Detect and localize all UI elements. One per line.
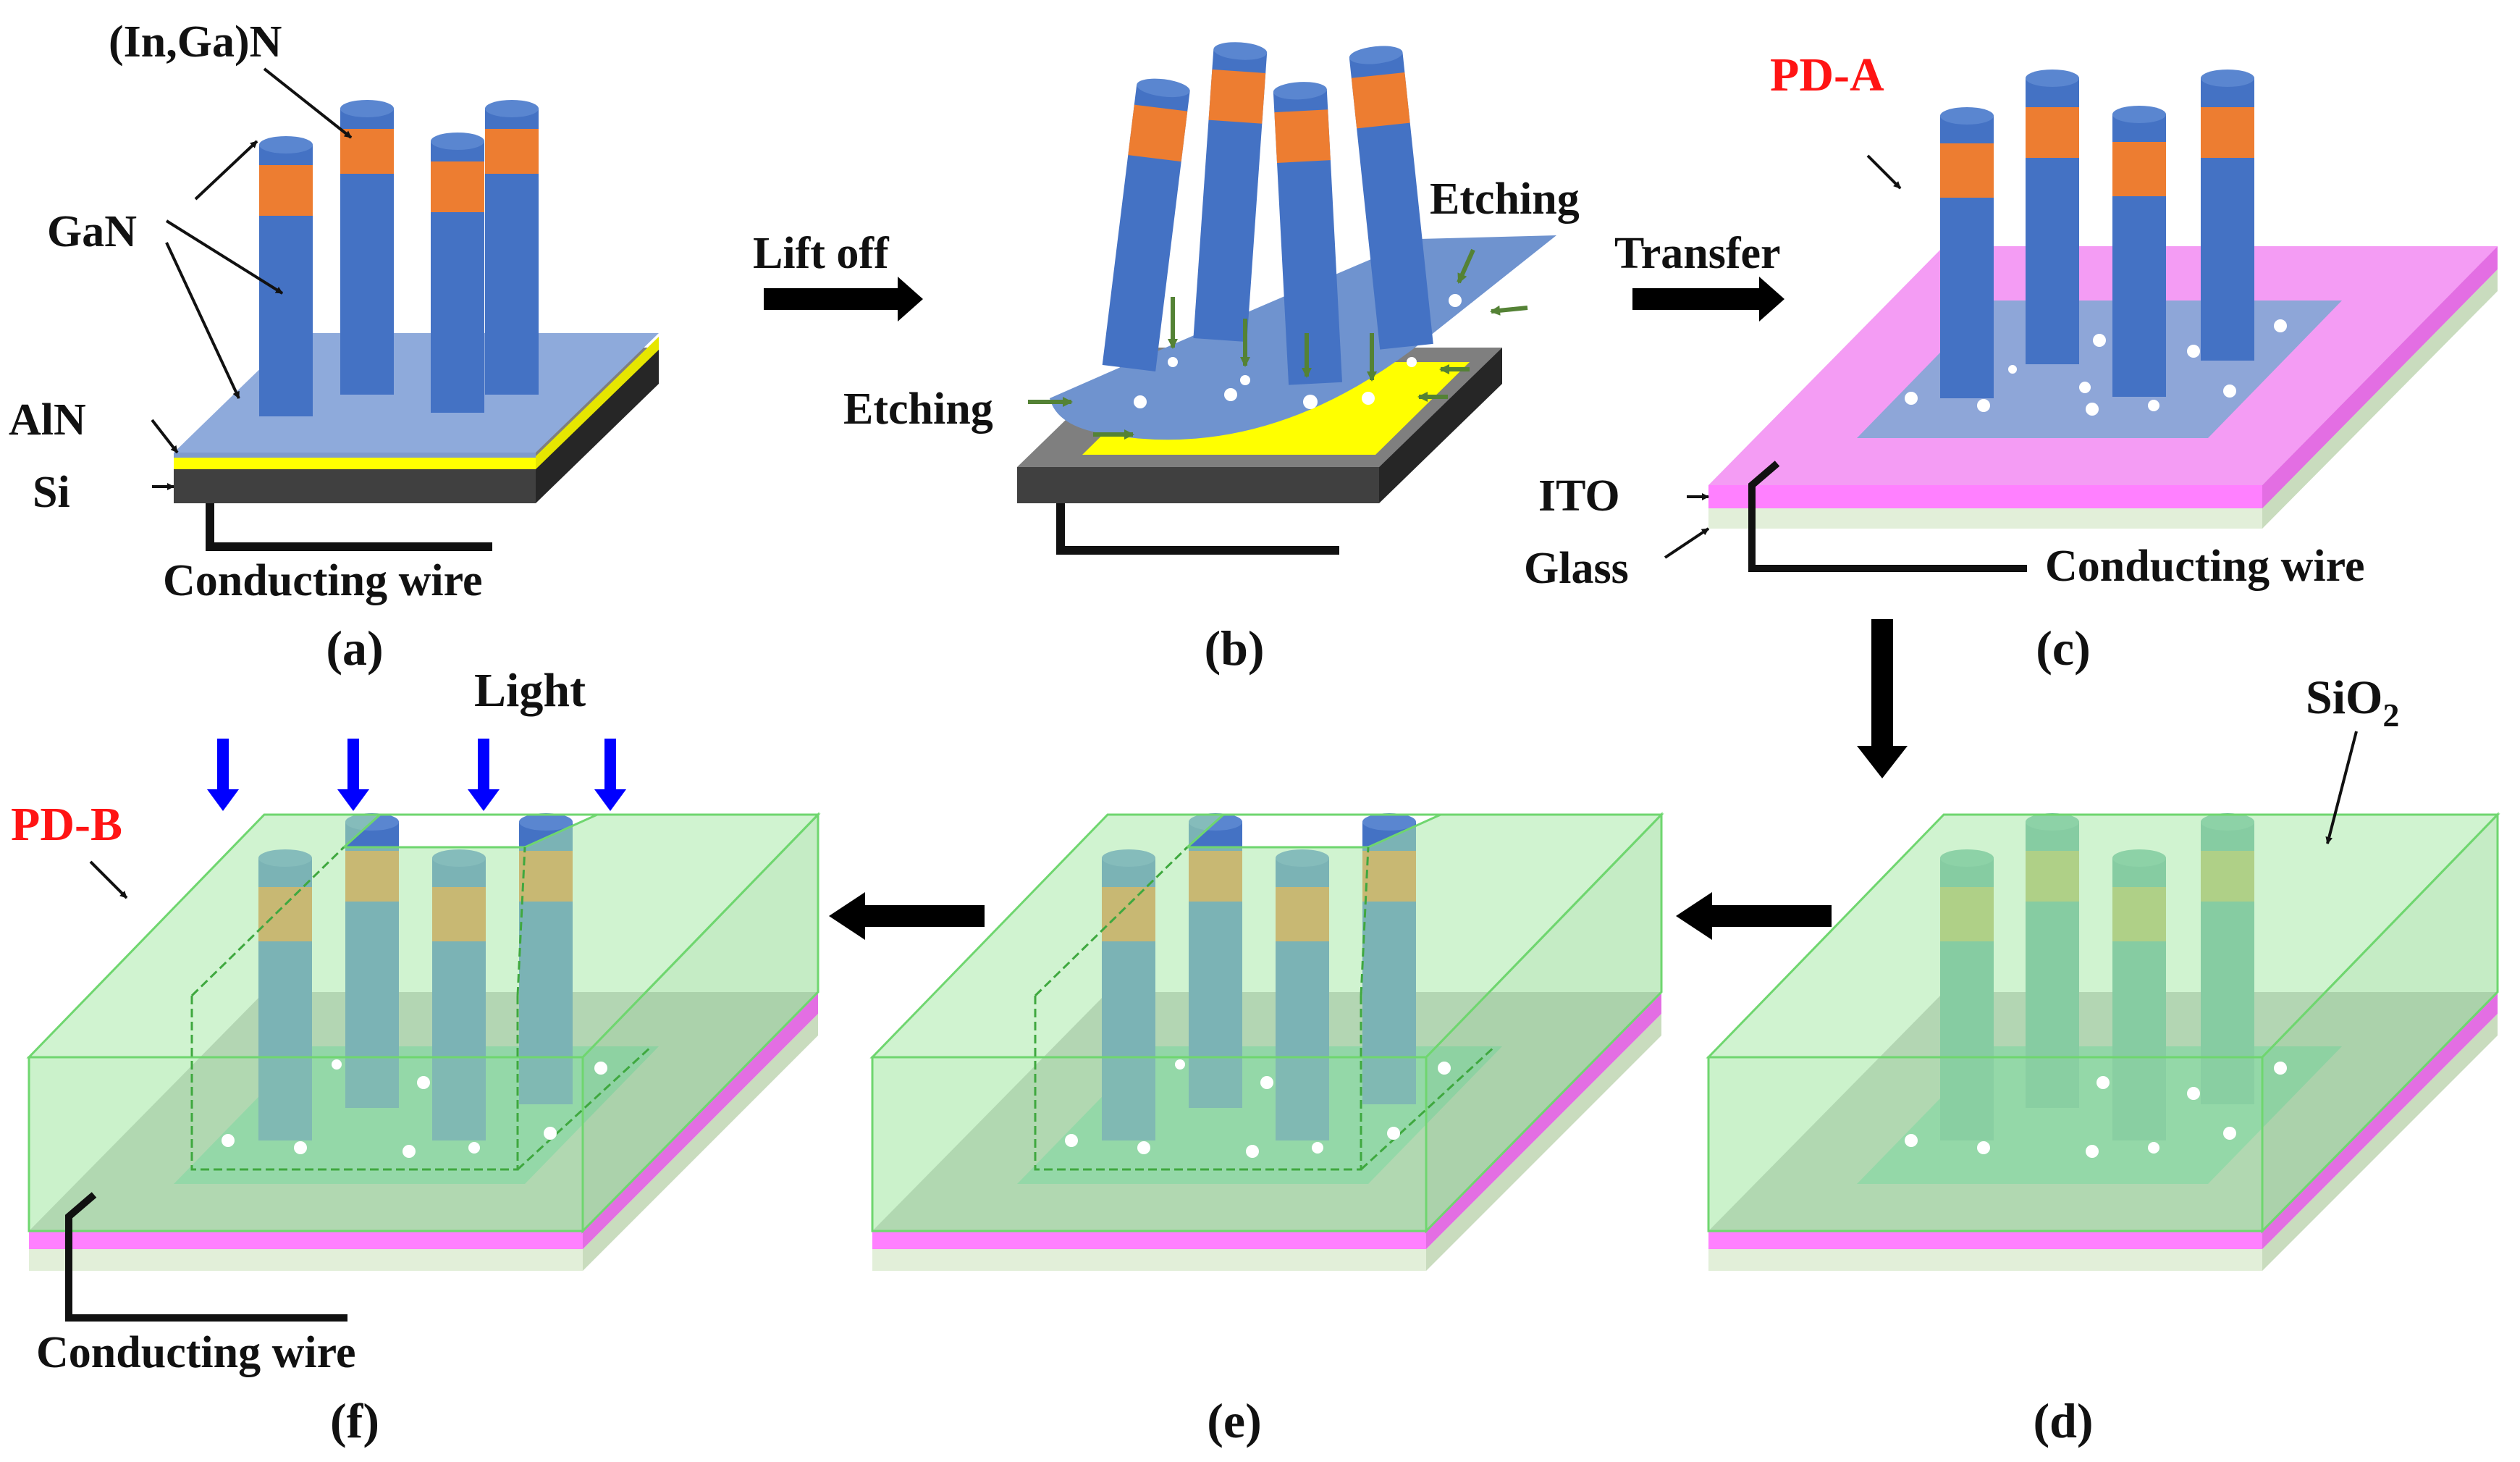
- panel-label-b: (b): [1204, 621, 1264, 676]
- sio2-label: SiO2: [2306, 671, 2399, 734]
- panel-label-f: (f): [330, 1393, 379, 1448]
- panel-f: Light PD-B Conducting wire (f): [11, 664, 821, 1448]
- panel-d: SiO2 (d): [1706, 671, 2500, 1448]
- panel-a: (In,Ga)N GaN AlN Si Conducting wire (a): [9, 17, 659, 676]
- panel-e: (e): [869, 812, 1664, 1448]
- ito-front: [1708, 485, 2262, 508]
- pd-a-label: PD-A: [1770, 49, 1884, 101]
- aln-layer-front: [174, 456, 536, 469]
- nanowires-a: [259, 100, 539, 416]
- transfer-step: Transfer: [1614, 229, 1784, 322]
- transfer-label: Transfer: [1614, 229, 1781, 278]
- etch-arrows: [1028, 248, 1528, 440]
- light-arrows: [207, 739, 626, 811]
- conducting-wire-label-c: Conducting wire: [2045, 542, 2365, 591]
- conducting-wire-label-f: Conducting wire: [36, 1328, 356, 1377]
- lift-off-label: Lift off: [753, 229, 890, 278]
- gan-label: GaN: [47, 207, 137, 256]
- lift-off-arrow: [764, 277, 923, 322]
- panel-b: Etching Etching (b): [843, 42, 1580, 676]
- conducting-wire-a: [206, 503, 492, 551]
- panel-label-d: (d): [2033, 1393, 2093, 1448]
- light-label: Light: [474, 664, 586, 717]
- transfer-arrow: [1632, 277, 1784, 322]
- step-arrow-e-to-f: [829, 892, 985, 940]
- etching-label-top: Etching: [1430, 175, 1580, 224]
- etching-label-left: Etching: [843, 385, 993, 434]
- gan-film-front: [174, 453, 536, 458]
- lift-off-step: Lift off: [753, 229, 923, 322]
- sio2-box-side: [2261, 812, 2499, 1234]
- panel-c: PD-A ITO Glass Conducting wire (c): [1524, 49, 2498, 676]
- step-arrow-d-to-e: [1676, 892, 1832, 940]
- conducting-wire-label-a: Conducting wire: [163, 556, 483, 605]
- panel-label-c: (c): [2036, 621, 2090, 676]
- si-substrate-side: [536, 348, 659, 503]
- step-arrow-c-to-d: [1857, 619, 1908, 778]
- panel-label-a: (a): [326, 621, 383, 676]
- si-substrate-front: [174, 467, 536, 503]
- aln-layer-side: [536, 337, 659, 469]
- pd-b-label: PD-B: [11, 798, 122, 851]
- ingan-label: (In,Ga)N: [109, 17, 282, 67]
- aln-label: AlN: [9, 395, 86, 445]
- ito-label: ITO: [1538, 471, 1620, 521]
- nanowires-c: [1940, 70, 2254, 398]
- nanowires-b: [1102, 42, 1433, 385]
- glass-label: Glass: [1524, 544, 1629, 593]
- si-label: Si: [33, 468, 70, 517]
- etch-pits-b: [1134, 294, 1462, 409]
- panel-label-e: (e): [1207, 1393, 1261, 1448]
